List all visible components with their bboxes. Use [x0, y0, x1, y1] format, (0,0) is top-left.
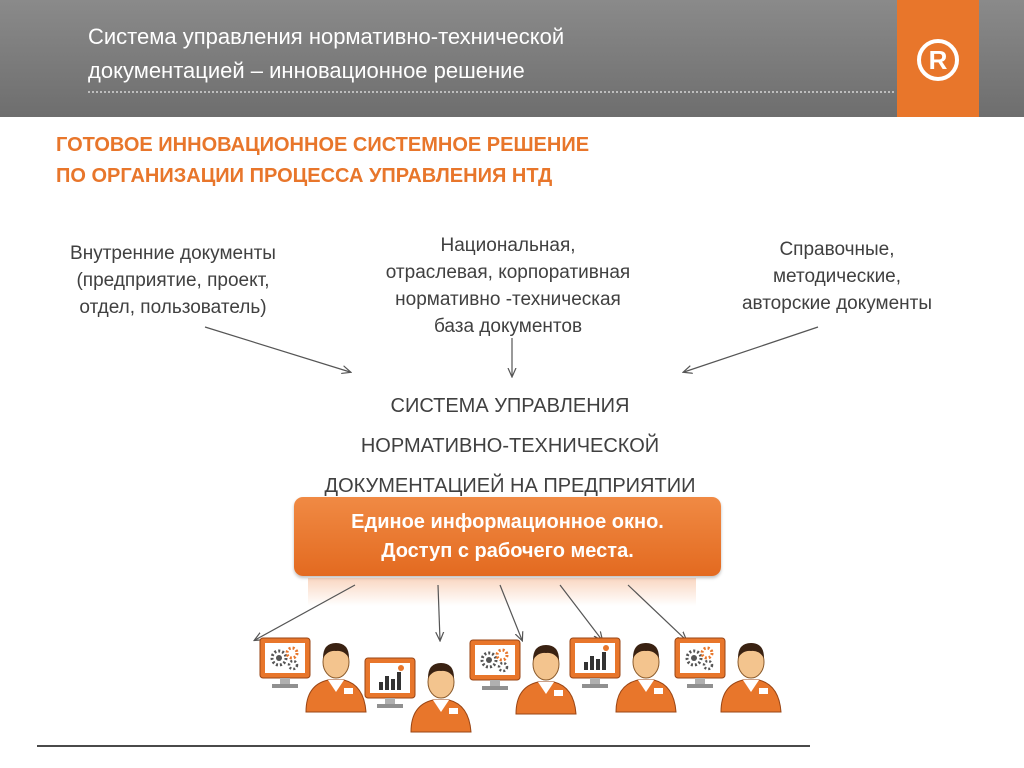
source-reference-documents: Справочные, методические, авторские доку…: [700, 236, 974, 317]
user-at-workstation: [569, 637, 677, 713]
arrow-left-to-system: [204, 326, 350, 372]
heading-line-2: ПО ОРГАНИЗАЦИИ ПРОЦЕССА УПРАВЛЕНИЯ НТД: [56, 165, 553, 187]
user-at-workstation: [259, 637, 367, 713]
title-line-1: Система управления нормативно-техническо…: [88, 24, 565, 49]
user-at-workstation: [469, 639, 577, 715]
page-title: Система управления нормативно-техническо…: [88, 20, 868, 88]
system-line-3: ДОКУМЕНТАЦИЕЙ НА ПРЕДПРИЯТИИ: [324, 475, 696, 497]
source-text-line: Справочные,: [779, 239, 895, 260]
section-heading: ГОТОВОЕ ИННОВАЦИОННОЕ СИСТЕМНОЕ РЕШЕНИЕ …: [56, 130, 756, 192]
user-at-workstation: [674, 637, 782, 713]
arrow-to-workplace: [438, 584, 440, 640]
source-text-line: Внутренние документы: [70, 243, 276, 264]
header-bar: Система управления нормативно-техническо…: [0, 0, 1024, 117]
source-text-line: база документов: [433, 316, 583, 337]
source-normative-base: Национальная, отраслевая, корпоративная …: [340, 232, 676, 340]
source-text-line: авторские документы: [741, 293, 933, 314]
bottom-divider: [37, 745, 810, 747]
source-text-line: методические,: [772, 266, 902, 287]
header-divider: [88, 91, 894, 93]
source-text-line: отраслевая, корпоративная: [385, 262, 631, 283]
bar-chart-icon: [379, 665, 404, 690]
registered-logo-icon: R: [917, 39, 959, 81]
arrow-to-workplace: [627, 584, 686, 640]
gears-icon: [480, 648, 509, 673]
arrow-to-workplace: [255, 584, 356, 640]
window-line-1: Единое информационное окно.: [351, 511, 664, 533]
gears-icon: [270, 646, 299, 671]
bar-chart-icon: [584, 645, 609, 670]
source-text-line: (предприятие, проект,: [76, 270, 270, 291]
source-text-line: нормативно -техническая: [395, 289, 621, 310]
window-line-2: Доступ с рабочего места.: [381, 540, 634, 562]
user-at-workstation: [364, 657, 472, 733]
source-text-line: отдел, пользователь): [79, 297, 267, 318]
box-reflection: [308, 578, 696, 606]
source-text-line: Национальная,: [440, 235, 576, 256]
gears-icon: [685, 646, 714, 671]
logo-block: R: [897, 0, 979, 117]
arrow-to-workplace: [559, 584, 602, 640]
system-line-2: НОРМАТИВНО-ТЕХНИЧЕСКОЙ: [360, 435, 660, 457]
system-title: СИСТЕМА УПРАВЛЕНИЯ НОРМАТИВНО-ТЕХНИЧЕСКО…: [270, 386, 750, 506]
arrow-right-to-system: [684, 326, 819, 372]
arrow-to-workplace: [499, 584, 522, 640]
system-line-1: СИСТЕМА УПРАВЛЕНИЯ: [390, 395, 630, 417]
heading-line-1: ГОТОВОЕ ИННОВАЦИОННОЕ СИСТЕМНОЕ РЕШЕНИЕ: [56, 134, 590, 156]
title-line-2: документацией – инновационное решение: [88, 58, 525, 83]
source-internal-documents: Внутренние документы (предприятие, проек…: [28, 240, 318, 321]
single-window-box: Единое информационное окно. Доступ с раб…: [294, 497, 721, 576]
